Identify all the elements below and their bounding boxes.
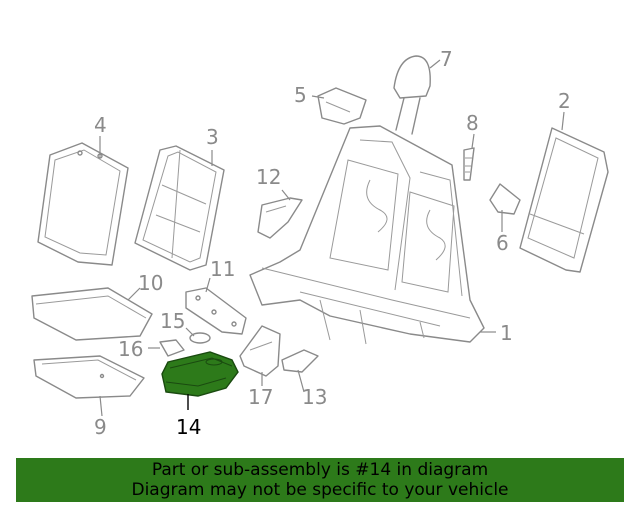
part-15-ring	[189, 332, 211, 344]
leader-lines	[99, 59, 565, 417]
callout-16: 16	[118, 337, 143, 361]
callout-3: 3	[206, 125, 219, 149]
callout-1: 1	[500, 321, 513, 345]
banner-line-2: Diagram may not be specific to your vehi…	[131, 480, 509, 500]
part-13-clip	[281, 349, 319, 373]
part-10-cushion-pad	[31, 287, 153, 341]
part-3-seatback-pad	[134, 145, 225, 271]
callout-11: 11	[210, 257, 235, 281]
callout-8: 8	[466, 111, 479, 135]
callout-13: 13	[302, 385, 327, 409]
callouts: 1 2 3 4 5 6 7 8 9 10 11 12 13 14 15 16 1…	[94, 47, 571, 439]
callout-17: 17	[248, 385, 273, 409]
callout-15: 15	[160, 309, 185, 333]
banner-line-1: Part or sub-assembly is #14 in diagram	[151, 460, 489, 480]
part-4-seatback-panel	[37, 142, 129, 266]
info-banner: Part or sub-assembly is #14 in diagram D…	[16, 458, 624, 502]
callout-9: 9	[94, 415, 107, 439]
part-6-clip	[489, 183, 521, 215]
callout-14: 14	[176, 415, 201, 439]
callout-5: 5	[294, 83, 307, 107]
part-16-clip	[159, 339, 185, 357]
part-12-bracket	[257, 197, 303, 239]
callout-6: 6	[496, 231, 509, 255]
part-5-guide	[317, 87, 367, 125]
part-2-back-panel	[519, 127, 609, 273]
part-14-highlighted	[161, 351, 239, 397]
part-11-hinge	[185, 287, 247, 335]
callout-7: 7	[440, 47, 453, 71]
part-7-headrest	[393, 55, 431, 135]
callout-2: 2	[558, 89, 571, 113]
part-1-seat-frame	[249, 125, 485, 345]
part-9-cushion-cover	[33, 355, 145, 399]
part-17-trim	[239, 325, 281, 377]
callout-12: 12	[256, 165, 281, 189]
part-8-pin	[463, 147, 475, 181]
callout-4: 4	[94, 113, 107, 137]
callout-10: 10	[138, 271, 163, 295]
